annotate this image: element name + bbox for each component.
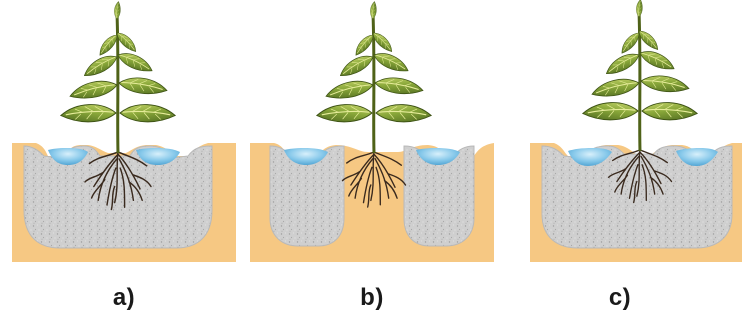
panel-b-illustration <box>248 0 496 325</box>
panel-a <box>0 0 248 325</box>
panel-b-label: b) <box>248 284 496 312</box>
panel-a-illustration <box>0 0 248 325</box>
panel-c-illustration <box>496 0 744 325</box>
panel-c-label: c) <box>496 284 744 312</box>
panel-c <box>496 0 744 325</box>
plant <box>60 1 177 153</box>
panel-a-label: a) <box>0 284 248 312</box>
plant <box>582 0 699 151</box>
plant <box>316 1 433 153</box>
panel-b <box>248 0 496 325</box>
